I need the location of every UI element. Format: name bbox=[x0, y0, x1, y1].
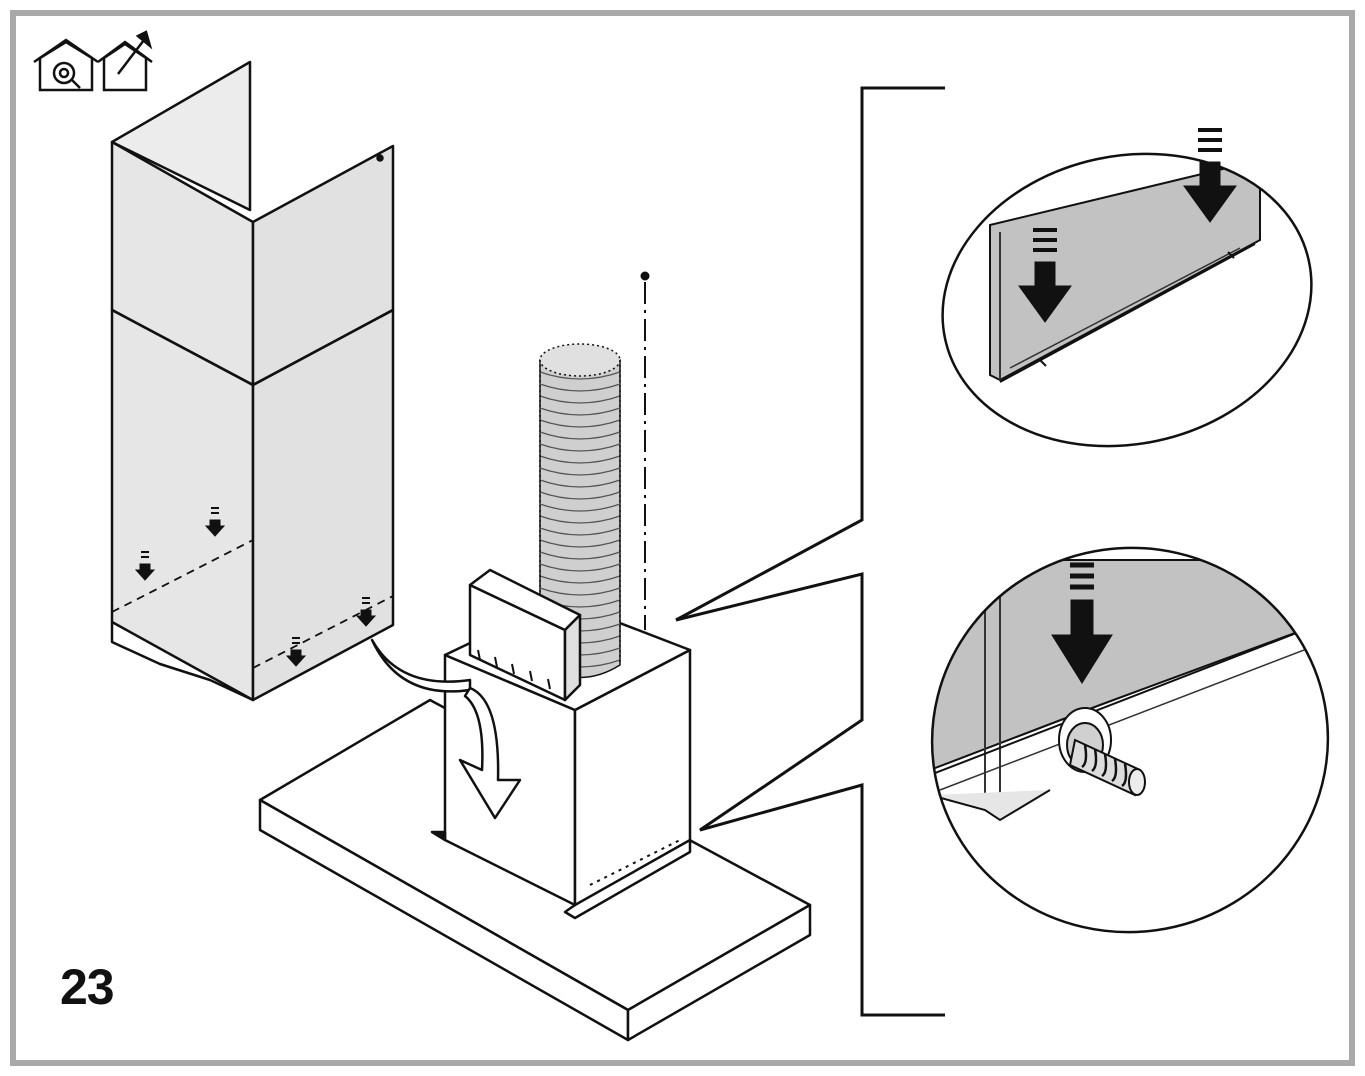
duct-rib bbox=[539, 491, 621, 500]
duct-rib bbox=[539, 443, 621, 452]
duct-rib bbox=[539, 479, 621, 488]
threaded-stud bbox=[1068, 738, 1146, 797]
duct-rib bbox=[539, 539, 621, 548]
axis-centerline bbox=[640, 271, 650, 630]
duct-rib bbox=[539, 455, 621, 464]
duct-rib bbox=[539, 431, 621, 440]
duct-rib bbox=[539, 503, 621, 512]
detail-view-bottom bbox=[920, 540, 1350, 940]
chimney-cover bbox=[110, 60, 395, 702]
duct-rib bbox=[539, 419, 621, 428]
duct-rib bbox=[539, 395, 621, 404]
home-installation-icon bbox=[97, 30, 153, 92]
callout-bracket-bottom bbox=[675, 572, 945, 1017]
callout-bracket-top bbox=[675, 86, 945, 622]
duct-rib bbox=[539, 587, 621, 596]
step-number: 23 bbox=[60, 959, 115, 1015]
duct-rib bbox=[539, 407, 621, 416]
insertion-arrow bbox=[370, 638, 522, 820]
filter-cartridge bbox=[468, 568, 582, 702]
flexible-duct bbox=[539, 343, 621, 679]
duct-rib bbox=[539, 371, 621, 380]
duct-rib bbox=[539, 575, 621, 584]
duct-rib bbox=[539, 551, 621, 560]
duct-rib bbox=[539, 467, 621, 476]
duct-rib bbox=[539, 527, 621, 536]
duct-rib bbox=[539, 563, 621, 572]
detail-view-top bbox=[915, 128, 1320, 460]
duct-rib bbox=[539, 383, 621, 392]
duct-rib bbox=[539, 515, 621, 524]
small-down-arrows bbox=[134, 507, 377, 667]
home-service-icon bbox=[33, 38, 99, 92]
